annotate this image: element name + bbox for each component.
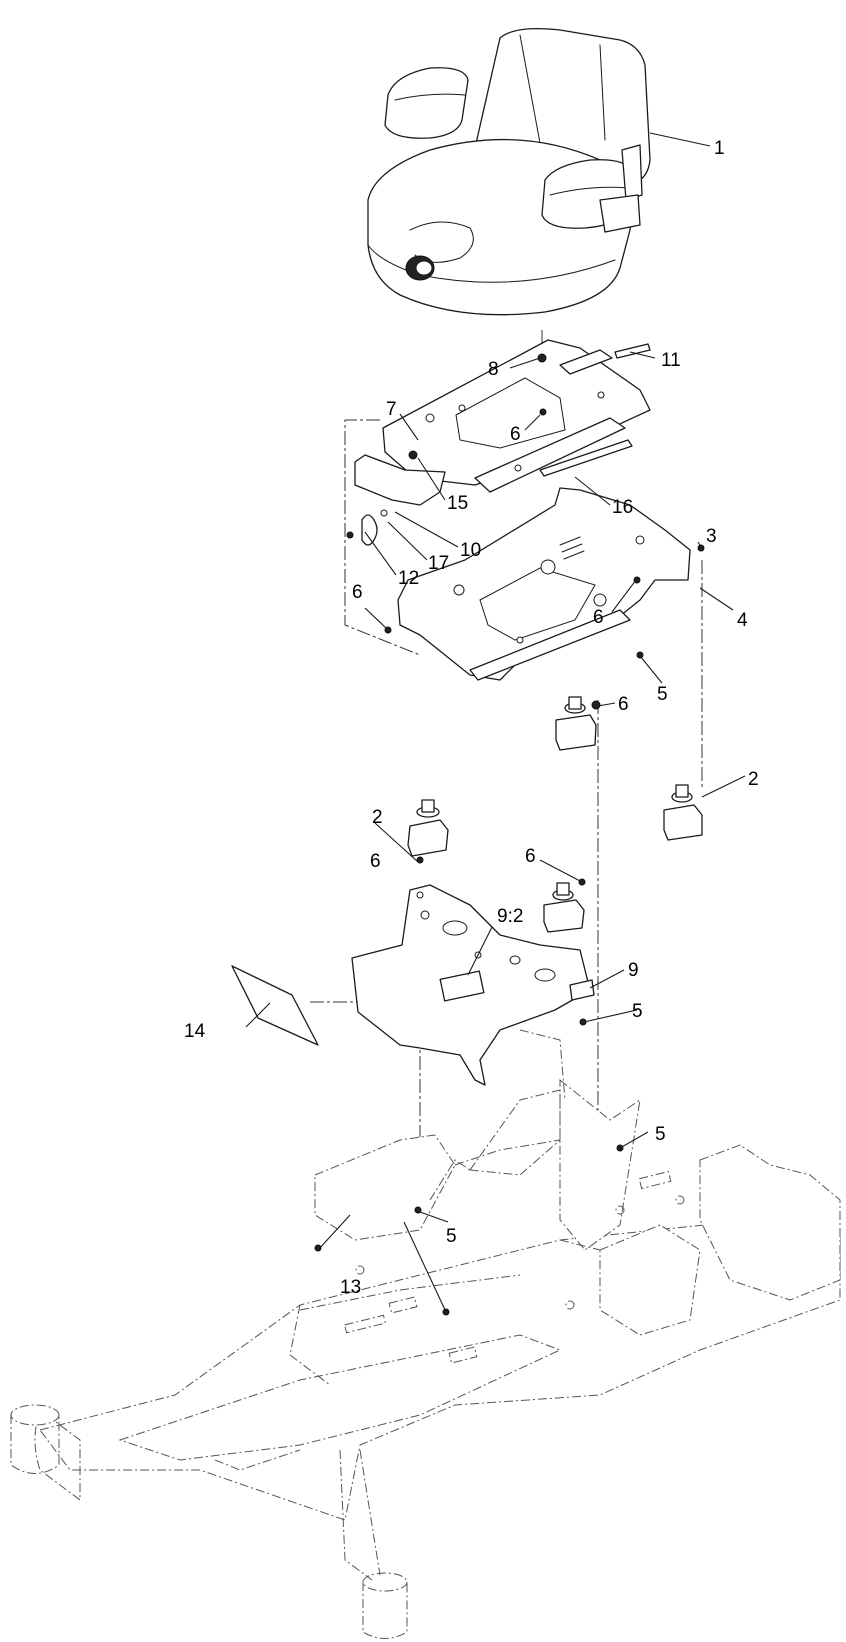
callout-16: 16: [612, 497, 633, 518]
callout-9: 9: [628, 960, 639, 981]
hardware: [314, 353, 705, 1316]
callout-6-c: 6: [593, 607, 604, 628]
callout-11: 11: [661, 350, 681, 371]
callout-5-a: 5: [657, 684, 668, 705]
tractor-frame: [10, 1029, 841, 1639]
callout-5-b: 5: [632, 1001, 643, 1022]
base-plate: [351, 884, 595, 1086]
callout-8: 8: [488, 359, 499, 380]
callout-labels: 1 8 11 7 6 15 16 10 17 12 3 4 6 6 5 6 2 …: [184, 138, 759, 1298]
callout-6-d: 6: [618, 694, 629, 715]
callout-5-c: 5: [655, 1124, 666, 1145]
callout-6-a: 6: [510, 424, 521, 445]
callout-9-2: 9:2: [497, 906, 523, 927]
seat: [367, 27, 651, 316]
callout-15: 15: [447, 493, 468, 514]
callout-5-d: 5: [446, 1226, 457, 1247]
callout-6-f: 6: [525, 846, 536, 867]
spring-link-assembly: [346, 450, 446, 546]
callout-4: 4: [737, 610, 748, 631]
seat-slide-plate: [382, 339, 651, 493]
shock-mounts: [407, 696, 703, 933]
leader-lines: [245, 132, 746, 1313]
callout-12: 12: [398, 568, 419, 589]
callout-7: 7: [386, 399, 397, 420]
callout-10: 10: [460, 540, 481, 561]
callout-14: 14: [184, 1021, 206, 1042]
callout-13: 13: [340, 1277, 361, 1298]
callout-17: 17: [428, 553, 449, 574]
callout-1: 1: [714, 138, 725, 159]
pivot-plate: [397, 487, 691, 681]
callout-6-e: 6: [370, 851, 381, 872]
callout-2-b: 2: [372, 807, 383, 828]
callout-3: 3: [706, 526, 717, 547]
decal: [231, 965, 319, 1046]
callout-2-a: 2: [748, 769, 759, 790]
callout-6-b: 6: [352, 582, 363, 603]
